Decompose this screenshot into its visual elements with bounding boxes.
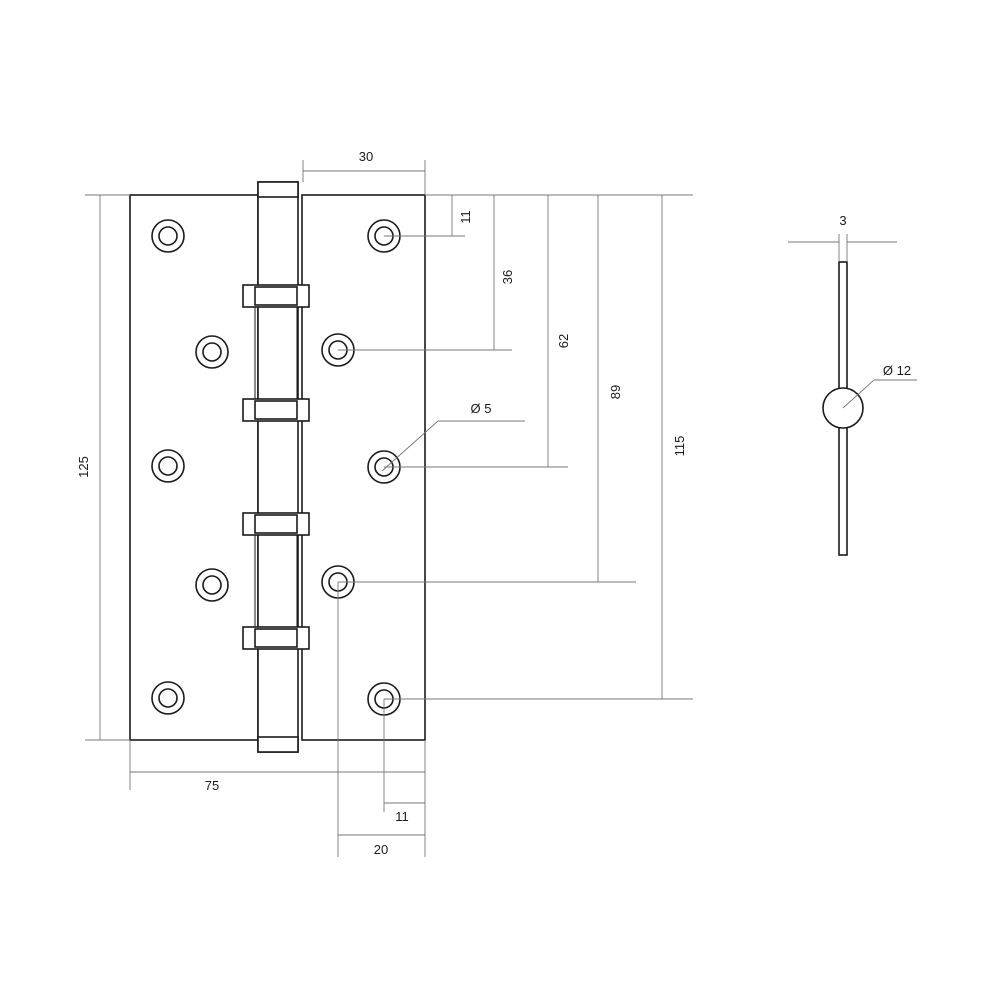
dimension-label-pin-diameter: Ø 12 — [883, 363, 911, 378]
dimension-label-75: 75 — [205, 778, 219, 793]
screw-hole — [195, 568, 229, 602]
knuckle-collar — [242, 284, 310, 308]
knuckle-collar — [242, 512, 310, 536]
hinge-front-view — [129, 181, 426, 753]
dimension-label-hole-diameter: Ø 5 — [471, 401, 492, 416]
dimension-label-20: 20 — [374, 842, 388, 857]
screw-hole — [151, 681, 185, 715]
screw-hole — [151, 219, 185, 253]
dimension-label-3: 3 — [839, 213, 846, 228]
dimension-hole-3: 62 — [384, 195, 571, 468]
hinge-side-view: 3 Ø 12 — [788, 213, 917, 556]
dimension-label-62: 62 — [556, 334, 571, 348]
dimension-height-total: 125 — [76, 194, 130, 741]
dimension-label-36: 36 — [500, 270, 515, 284]
dimension-hole-2: 36 — [338, 195, 515, 351]
screw-hole — [195, 335, 229, 369]
dimension-label-89: 89 — [608, 385, 623, 399]
dimension-hole-4: 89 — [338, 195, 636, 583]
knuckle-collar — [242, 398, 310, 422]
dimension-bottom-edge-offset: 11 — [383, 699, 425, 824]
dimension-label-11-top: 11 — [458, 210, 473, 224]
dimension-hole-diameter: Ø 5 — [381, 401, 525, 472]
knuckle-barrel — [242, 181, 310, 753]
dimension-hole-column-offset: 20 — [337, 582, 425, 857]
knuckle-collar — [242, 626, 310, 650]
dimension-pin-diameter: Ø 12 — [842, 363, 917, 409]
dimension-label-30: 30 — [359, 149, 373, 164]
dimension-label-125: 125 — [76, 456, 91, 478]
screw-hole — [151, 449, 185, 483]
dimension-hole-5: 115 — [384, 195, 693, 700]
dimension-label-115: 115 — [672, 436, 687, 457]
dimension-lines: 125 75 30 11 36 — [76, 149, 693, 857]
dimension-thickness: 3 — [788, 213, 897, 262]
left-leaf — [129, 194, 259, 741]
dimension-label-11-bottom: 11 — [395, 809, 409, 824]
dimension-width-total: 75 — [129, 740, 426, 857]
screw-holes-left — [151, 219, 229, 715]
dimension-top-hole-offset: 11 — [384, 195, 473, 237]
right-leaf — [301, 194, 426, 741]
dimension-leaf-width: 30 — [302, 149, 426, 195]
